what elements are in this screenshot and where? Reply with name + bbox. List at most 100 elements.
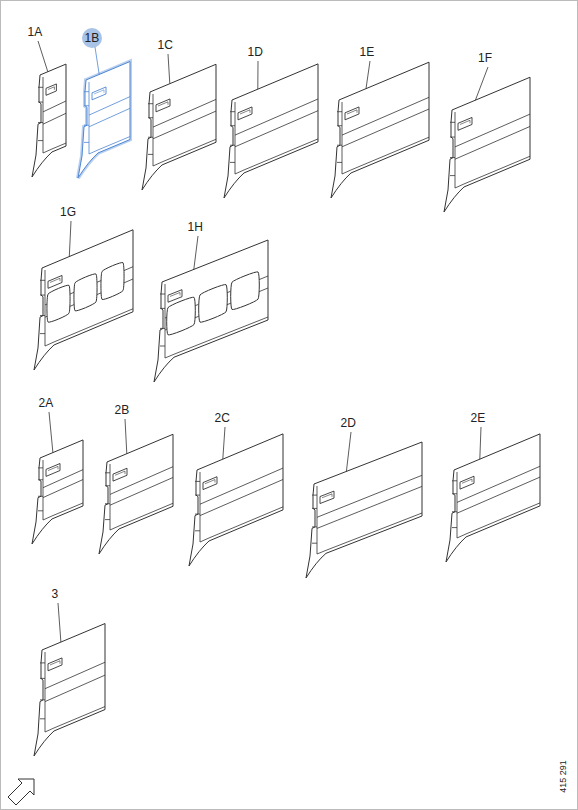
handle-inner <box>48 466 58 470</box>
panel-outline <box>78 62 130 178</box>
handle-inner <box>50 661 60 665</box>
edge-tick <box>312 508 317 509</box>
panel-outline <box>444 77 530 212</box>
edge-tick <box>40 315 45 316</box>
callout-number: 2D <box>341 417 356 429</box>
handle-recess <box>46 84 56 95</box>
handle-recess <box>203 477 217 490</box>
edge-tick <box>195 530 200 531</box>
panel-outline <box>154 240 268 382</box>
panel-outline <box>446 434 540 562</box>
handle-recess <box>48 658 62 671</box>
edge-tick <box>40 333 45 334</box>
door-panel <box>444 77 530 212</box>
edge-tick <box>105 485 110 486</box>
callout-number: 2E <box>471 412 486 424</box>
window-cutout <box>167 297 196 335</box>
edge-tick <box>38 140 43 141</box>
leader-line <box>58 603 61 642</box>
leader-line <box>125 419 127 454</box>
callout-number: 1F <box>478 52 492 64</box>
edge-tick <box>38 87 43 88</box>
callout-number: 1D <box>248 46 263 58</box>
handle-recess <box>48 275 62 288</box>
leader-line <box>480 427 481 459</box>
body-line <box>235 99 318 135</box>
flange-line <box>455 112 530 188</box>
callout-number: 1G <box>60 206 76 218</box>
handle-inner <box>240 110 250 114</box>
callout-number: 1E <box>360 46 375 58</box>
edge-tick <box>84 125 89 126</box>
flange-line <box>89 82 130 154</box>
body-line <box>43 480 83 498</box>
handle-inner <box>462 479 472 483</box>
leader-line <box>366 61 370 89</box>
body-line <box>455 114 530 147</box>
callout-number: 1H <box>188 221 203 233</box>
highlight-glow <box>78 62 130 178</box>
edge-tick <box>450 122 455 123</box>
leader-line <box>95 47 99 74</box>
panel-outline <box>34 624 105 756</box>
handle-inner <box>94 90 104 94</box>
edge-tick <box>38 479 43 480</box>
body-line <box>43 113 66 124</box>
door-panel <box>32 440 83 544</box>
handle-inner <box>158 102 168 106</box>
handle-inner <box>50 278 60 282</box>
door-panel <box>154 240 268 382</box>
edge-tick <box>40 678 45 679</box>
leader-line <box>38 41 48 72</box>
edge-tick <box>38 122 43 123</box>
door-panel <box>99 434 173 554</box>
edge-tick <box>40 295 45 296</box>
handle-recess <box>460 476 474 489</box>
edge-tick <box>337 111 342 112</box>
edge-tick <box>230 162 235 163</box>
flange-line <box>45 652 105 732</box>
leader-line <box>49 412 53 453</box>
callout-number: 1B <box>85 32 100 44</box>
edge-tick <box>337 125 342 126</box>
handle-recess <box>168 290 182 303</box>
highlight-circle <box>82 28 102 48</box>
callout-number: 3 <box>52 588 59 600</box>
drawing-number: 415 291 <box>558 760 567 793</box>
edge-tick <box>450 157 455 158</box>
edge-tick <box>84 91 89 92</box>
window-cutout <box>231 272 260 310</box>
edge-tick <box>40 662 45 663</box>
handle-inner <box>170 292 180 296</box>
handle-recess <box>238 107 252 120</box>
edge-tick <box>38 102 43 103</box>
handle-recess <box>92 87 106 100</box>
body-line <box>457 466 540 502</box>
flange-line <box>342 102 429 174</box>
edge-tick <box>452 527 457 528</box>
panel-outline <box>306 442 422 578</box>
body-line <box>153 99 216 127</box>
edge-tick <box>148 117 153 118</box>
edge-tick <box>452 480 457 481</box>
handle-inner <box>347 110 357 114</box>
edge-tick <box>38 467 43 468</box>
body-line <box>45 675 105 701</box>
leader-line <box>194 236 198 269</box>
flange-line <box>235 102 318 174</box>
edge-tick <box>148 154 153 155</box>
edge-tick <box>230 145 235 146</box>
handle-recess <box>345 107 359 120</box>
handle-recess <box>320 491 334 503</box>
handle-inner <box>115 471 125 475</box>
edge-tick <box>160 346 165 347</box>
callout-number: 1A <box>28 26 43 38</box>
door-panel <box>78 62 130 178</box>
edge-tick <box>105 503 110 504</box>
door-panel <box>32 64 66 177</box>
handle-inner <box>322 494 332 498</box>
edge-tick <box>148 137 153 138</box>
window-cutout <box>74 274 97 311</box>
door-panel <box>224 64 318 198</box>
